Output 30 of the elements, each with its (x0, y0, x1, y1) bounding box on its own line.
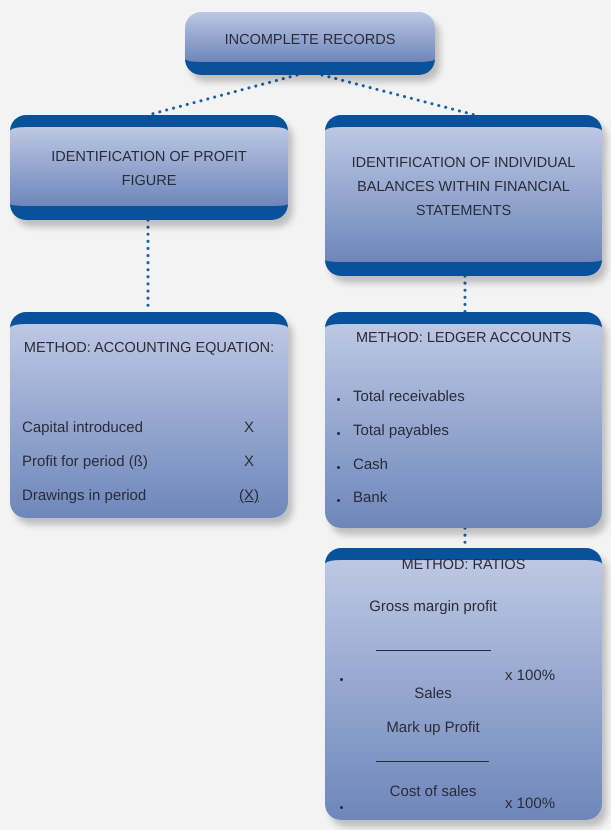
numerator: Mark up Profit (385, 718, 481, 738)
row-value: X (242, 418, 255, 438)
heading: IDENTIFICATION OF PROFIT FIGURE (50, 148, 248, 191)
heading: IDENTIFICATION OF INDIVIDUAL BALANCES WITHIN FINANCIAL STATEMENTS (350, 154, 576, 221)
heading: METHOD: LEDGER ACCOUNTS (354, 329, 572, 348)
list-item: Cash (353, 455, 390, 475)
heading: METHOD: RATIOS (400, 556, 526, 575)
multiplier: x 100% (505, 666, 556, 686)
dotted-connector (320, 74, 476, 116)
row-label: Profit for period (ß) (22, 452, 149, 472)
rounded-box (325, 115, 602, 276)
row-label: Capital introduced (22, 418, 144, 438)
list-item: Bank (353, 488, 388, 508)
heading: METHOD: ACCOUNTING EQUATION: (22, 339, 276, 358)
rounded-box (10, 312, 288, 518)
rounded-box (325, 312, 602, 528)
heading: INCOMPLETE RECORDS (224, 31, 396, 50)
rounded-box (10, 115, 288, 220)
denominator: Sales (413, 684, 453, 704)
rounded-box (325, 548, 602, 820)
row-value: (X) (238, 486, 260, 506)
row-value: X (242, 452, 255, 472)
rounded-box (185, 12, 435, 75)
list-item: Total receivables (353, 387, 466, 407)
dotted-connector (464, 274, 466, 314)
numerator: Gross margin profit (368, 597, 498, 617)
list-item: Total payables (353, 421, 450, 441)
multiplier: x 100% (505, 794, 556, 814)
row-label: Drawings in period (22, 486, 148, 506)
denominator: Cost of sales (388, 782, 478, 802)
